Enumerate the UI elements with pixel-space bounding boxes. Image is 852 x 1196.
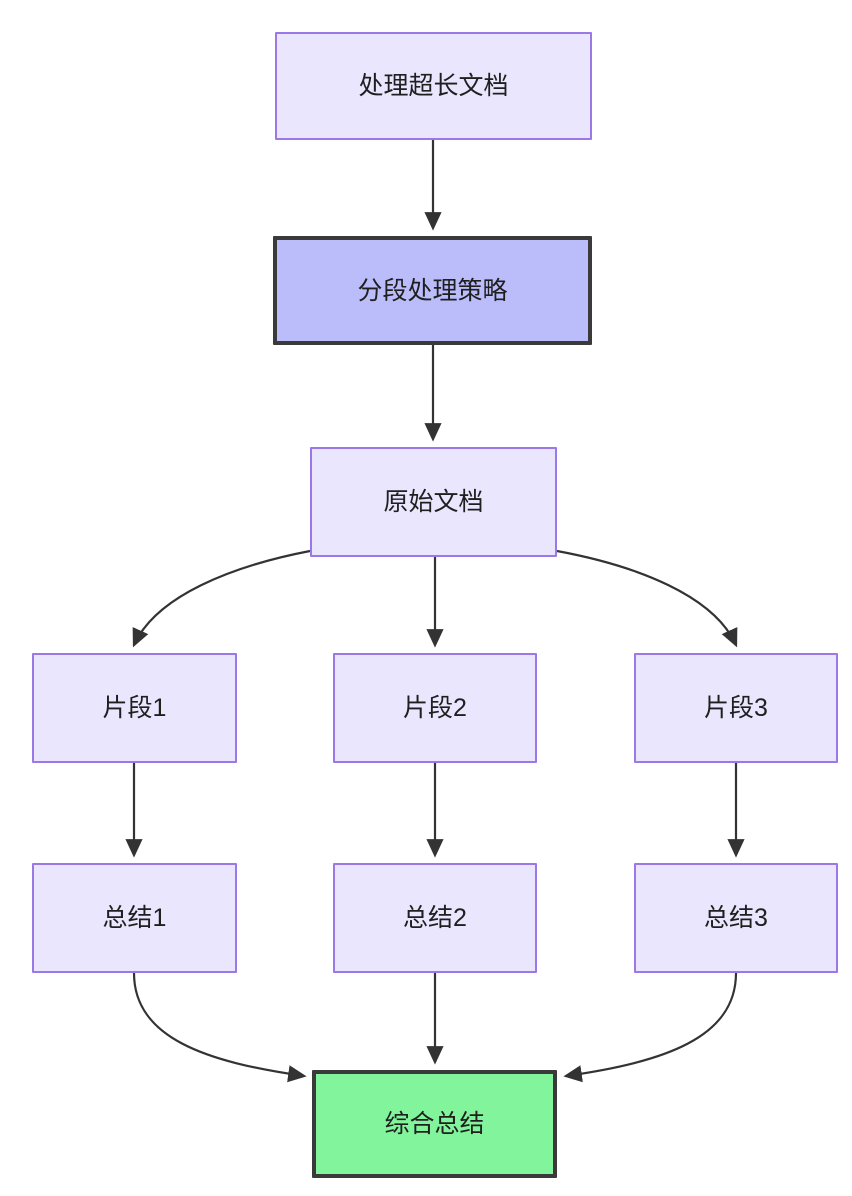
node-label-chunking-strategy: 分段处理策略 [357, 276, 508, 305]
edge-summary-3-to-final [563, 972, 738, 1083]
node-process-long-document[interactable]: 处理超长文档 [275, 32, 592, 140]
node-chunking-strategy[interactable]: 分段处理策略 [273, 236, 592, 345]
node-label-summary-3: 总结3 [704, 904, 768, 932]
node-label-chunk-1: 片段1 [102, 694, 167, 722]
node-label-process-long-document: 处理超长文档 [358, 72, 509, 100]
edge-source-doc-to-chunk-1 [132, 549, 311, 648]
node-original-document[interactable]: 原始文档 [310, 447, 557, 557]
node-chunk-3[interactable]: 片段3 [634, 653, 838, 763]
node-label-summary-2: 总结2 [403, 904, 467, 932]
node-combined-summary[interactable]: 综合总结 [312, 1070, 557, 1178]
node-summary-1[interactable]: 总结1 [32, 863, 237, 973]
node-label-chunk-3: 片段3 [704, 694, 768, 722]
node-summary-3[interactable]: 总结3 [634, 863, 838, 973]
node-label-chunk-2: 片段2 [403, 694, 467, 722]
node-label-combined-summary: 综合总结 [384, 1110, 485, 1138]
node-summary-2[interactable]: 总结2 [333, 863, 537, 973]
edge-source-doc-to-chunk-3 [556, 549, 738, 648]
node-chunk-1[interactable]: 片段1 [32, 653, 237, 763]
edge-summary-1-to-final [132, 972, 307, 1083]
node-label-summary-1: 总结1 [102, 904, 167, 932]
node-chunk-2[interactable]: 片段2 [333, 653, 537, 763]
node-label-original-document: 原始文档 [383, 488, 484, 516]
